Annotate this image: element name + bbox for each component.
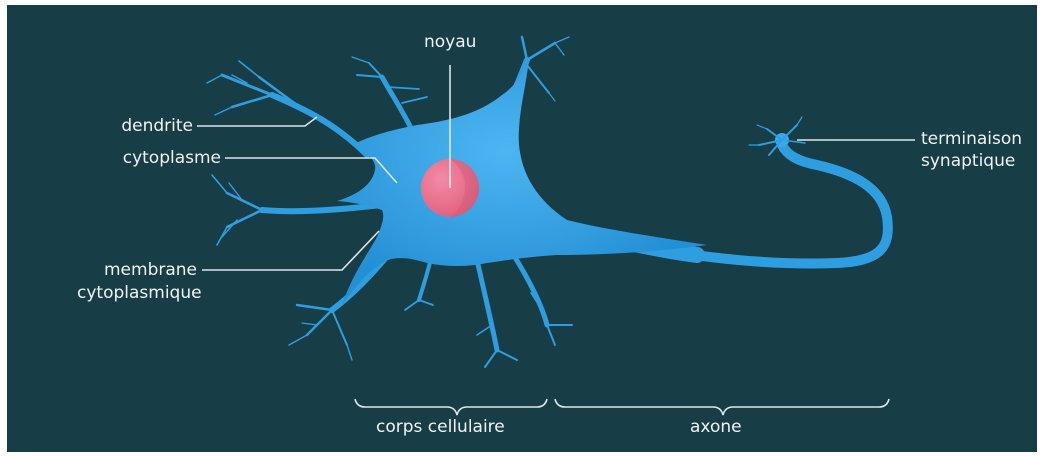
terminaison-label-line1: terminaison [921,129,1022,150]
corps-cellulaire-brace [355,399,547,415]
neuron-diagram [7,5,1037,452]
noyau-label: noyau [424,32,476,53]
dendrite-label: dendrite [63,116,193,137]
axone-label: axone [690,417,742,438]
dendrite-leader-line [197,117,317,126]
membrane-leader-line [202,231,379,270]
cytoplasme-label: cytoplasme [63,148,221,169]
membrane-label-line2: cytoplasmique [77,283,202,304]
membrane-label-line1: membrane [81,260,197,281]
synaptic-terminal [749,117,805,155]
cytoplasme-leader-line [225,158,397,183]
corps-cellulaire-label: corps cellulaire [376,417,505,438]
diagram-panel: noyau dendrite cytoplasme membrane cytop… [7,5,1037,452]
terminaison-label-line2: synaptique [921,151,1015,172]
axone-brace [555,399,889,415]
